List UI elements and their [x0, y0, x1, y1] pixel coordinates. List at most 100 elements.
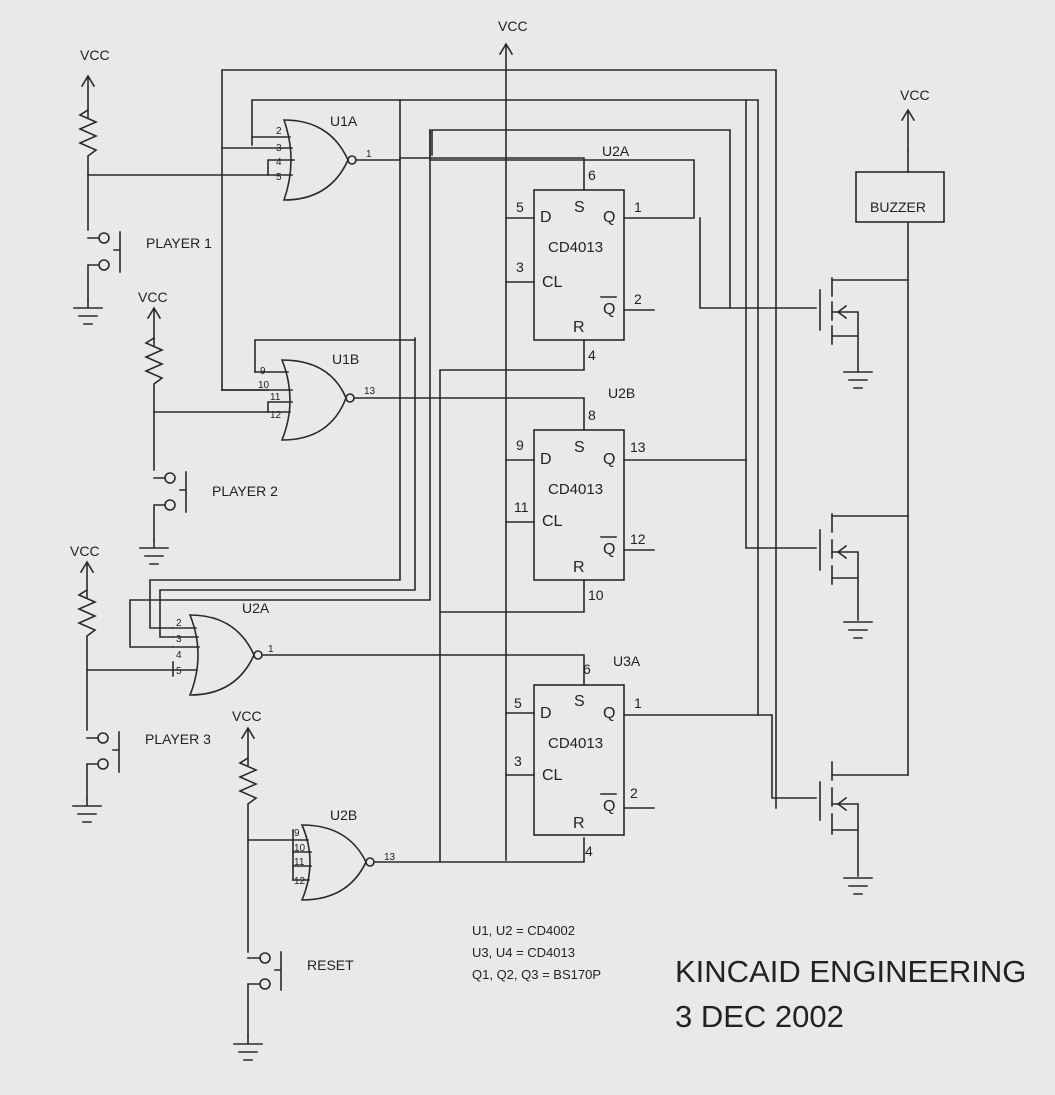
- ff3-r: R: [573, 815, 585, 832]
- pin-label: 12: [630, 531, 646, 547]
- pin-label: 10: [258, 380, 270, 391]
- ff1-r: R: [573, 319, 585, 336]
- nor-gate-u2b: U2B 9 10 11 12 13: [292, 339, 585, 901]
- player-1-input: VCC PLAYER 1: [73, 47, 269, 325]
- pin-label: 1: [634, 199, 642, 215]
- ff1-cl: CL: [542, 274, 563, 291]
- ff2-s: S: [574, 439, 585, 456]
- buzzer-section: VCC BUZZER: [855, 87, 945, 776]
- mosfet-q1: [819, 277, 909, 389]
- pin-label: 5: [276, 172, 282, 183]
- flipflop-u3a: D S Q CD4013 CL Q R U3A 6 5 3 1 2 4: [505, 653, 817, 859]
- vcc-label-reset: VCC: [232, 708, 262, 724]
- drawing-date: 3 DEC 2002: [675, 999, 844, 1034]
- pin-label: 2: [176, 618, 182, 629]
- pin-label: 1: [366, 149, 372, 160]
- pin-label: 4: [585, 843, 593, 859]
- ff2-r: R: [573, 559, 585, 576]
- ff3-name: U3A: [613, 653, 641, 669]
- note-line-2: U3, U4 = CD4013: [472, 945, 575, 960]
- vcc-label-p3: VCC: [70, 543, 100, 559]
- nor-gate-u1a: U1A 2 3 4 5 1: [221, 113, 585, 201]
- ff3-chip: CD4013: [548, 735, 603, 752]
- flipflop-u2b: D S Q CD4013 CL Q R U2B 8 9 11 13 12 10: [505, 99, 817, 603]
- reset-label: RESET: [307, 957, 354, 973]
- pin-label: 9: [516, 437, 524, 453]
- pin-label: 11: [270, 392, 281, 403]
- ff2-qbar: Q: [603, 541, 615, 558]
- pin-label: 12: [270, 410, 282, 421]
- pin-label: 1: [268, 644, 274, 655]
- ff3-cl: CL: [542, 767, 563, 784]
- pin-label: 3: [514, 753, 522, 769]
- ff1-s: S: [574, 199, 585, 216]
- player-3-input: VCC PLAYER 3: [70, 543, 211, 823]
- ff1-qbar: Q: [603, 301, 615, 318]
- feedback-buses: [129, 69, 777, 809]
- ff1-q: Q: [603, 209, 615, 226]
- pin-label: 10: [294, 843, 306, 854]
- pin-label: 6: [583, 661, 591, 677]
- pin-label: 10: [588, 587, 604, 603]
- pin-label: 3: [176, 634, 182, 645]
- center-vcc-rail: VCC: [498, 18, 528, 861]
- pin-label: 5: [176, 666, 182, 677]
- pin-label: 9: [294, 828, 300, 839]
- ff2-cl: CL: [542, 513, 563, 530]
- pin-label: 2: [630, 785, 638, 801]
- pin-label: 13: [364, 386, 376, 397]
- pin-label: 6: [588, 167, 596, 183]
- pin-label: 3: [516, 259, 524, 275]
- u2a-gate-label: U2A: [242, 600, 270, 616]
- pin-label: 13: [630, 439, 646, 455]
- player-1-label: PLAYER 1: [146, 235, 212, 251]
- pin-label: 4: [588, 347, 596, 363]
- vcc-label-center: VCC: [498, 18, 528, 34]
- mosfet-q2: [819, 513, 909, 639]
- flipflop-u2a: D S Q CD4013 CL Q R U2A 6 5 3 1 2 4: [429, 129, 817, 363]
- vcc-label-p1: VCC: [80, 47, 110, 63]
- pin-label: 5: [514, 695, 522, 711]
- pin-label: 4: [176, 650, 182, 661]
- title-block: KINCAID ENGINEERING 3 DEC 2002: [675, 954, 1026, 1034]
- ff2-d: D: [540, 451, 552, 468]
- ff1-chip: CD4013: [548, 239, 603, 256]
- pin-label: 12: [294, 876, 306, 887]
- nor-gate-u2a: U2A 2 3 4 5 1: [172, 600, 585, 696]
- u1a-label: U1A: [330, 113, 358, 129]
- ff3-qbar: Q: [603, 798, 615, 815]
- ff1-d: D: [540, 209, 552, 226]
- u1b-label: U1B: [332, 351, 359, 367]
- ff1-name: U2A: [602, 143, 630, 159]
- ff3-d: D: [540, 705, 552, 722]
- ff3-s: S: [574, 693, 585, 710]
- pin-label: 3: [276, 143, 282, 154]
- pin-label: 4: [276, 157, 282, 168]
- player-3-label: PLAYER 3: [145, 731, 211, 747]
- pin-label: 11: [514, 499, 529, 515]
- player-2-label: PLAYER 2: [212, 483, 278, 499]
- pin-label: 8: [588, 407, 596, 423]
- pin-label: 13: [384, 852, 396, 863]
- pin-label: 2: [634, 291, 642, 307]
- vcc-label-buzzer: VCC: [900, 87, 930, 103]
- nor-gate-u1b: U1B 9 10 11 12 13: [221, 351, 585, 441]
- pin-label: 5: [516, 199, 524, 215]
- buzzer-label: BUZZER: [870, 199, 926, 215]
- ff2-name: U2B: [608, 385, 635, 401]
- company-name: KINCAID ENGINEERING: [675, 954, 1026, 989]
- ff2-chip: CD4013: [548, 481, 603, 498]
- reset-input: VCC RESET: [232, 708, 354, 1061]
- buzzer-box: [855, 171, 945, 223]
- ff2-q: Q: [603, 451, 615, 468]
- player-2-input: VCC PLAYER 2: [138, 289, 278, 565]
- pin-label: 11: [294, 857, 305, 868]
- mosfet-q3: [819, 761, 909, 895]
- note-line-3: Q1, Q2, Q3 = BS170P: [472, 967, 601, 982]
- note-line-1: U1, U2 = CD4002: [472, 923, 575, 938]
- vcc-label-p2: VCC: [138, 289, 168, 305]
- ff3-q: Q: [603, 705, 615, 722]
- u2b-gate-label: U2B: [330, 807, 357, 823]
- component-notes: U1, U2 = CD4002 U3, U4 = CD4013 Q1, Q2, …: [472, 923, 601, 982]
